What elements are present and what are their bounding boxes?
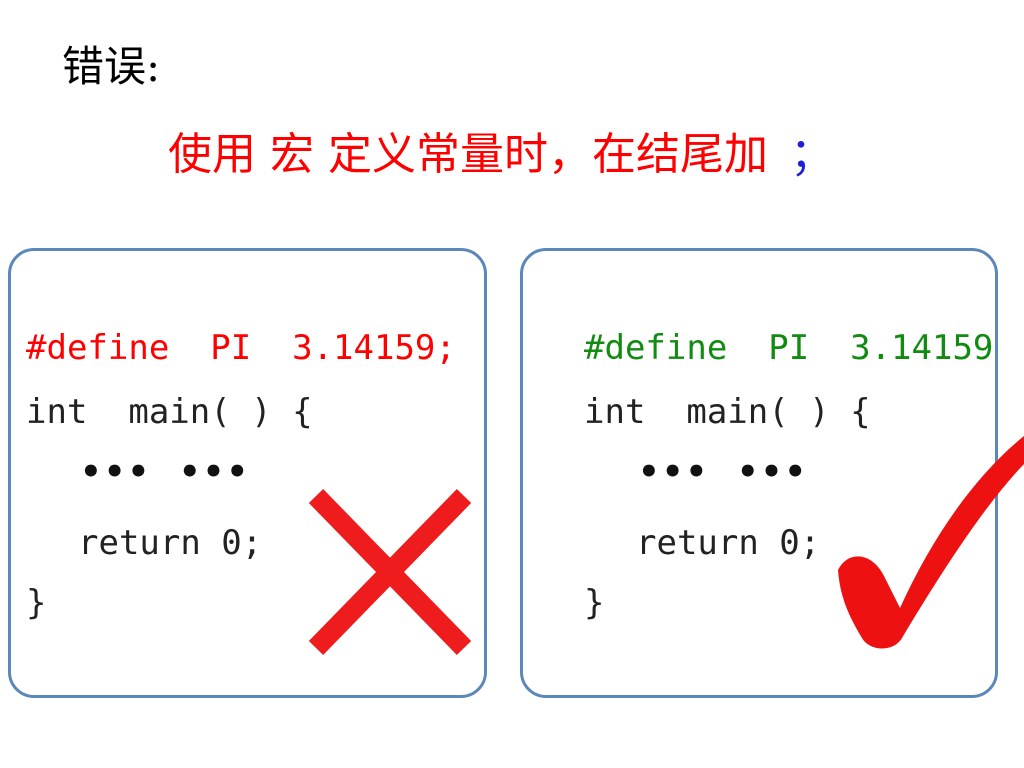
correct-main-line: int main( ) { <box>584 392 871 432</box>
wrong-ellipsis: ••• ••• <box>80 452 251 492</box>
check-icon <box>838 436 1024 649</box>
wrong-define-line: #define PI 3.14159; <box>26 328 456 368</box>
correct-define-line: #define PI 3.14159 <box>584 328 994 368</box>
error-description-text: 使用 宏 定义常量时，在结尾加 <box>168 129 768 180</box>
wrong-main-line: int main( ) { <box>26 392 313 432</box>
correct-return-line: return 0; <box>636 523 821 563</box>
wrong-return-line: return 0; <box>78 523 263 563</box>
page-title: 错误: <box>62 42 161 91</box>
wrong-example-box <box>8 248 487 698</box>
wrong-close-brace: } <box>26 583 47 623</box>
correct-close-brace: } <box>584 583 605 623</box>
cross-icon <box>308 489 472 655</box>
correct-ellipsis: ••• ••• <box>638 452 809 492</box>
semicolon-highlight: ； <box>789 129 834 180</box>
error-description: 使用 宏 定义常量时，在结尾加 ； <box>168 128 834 182</box>
